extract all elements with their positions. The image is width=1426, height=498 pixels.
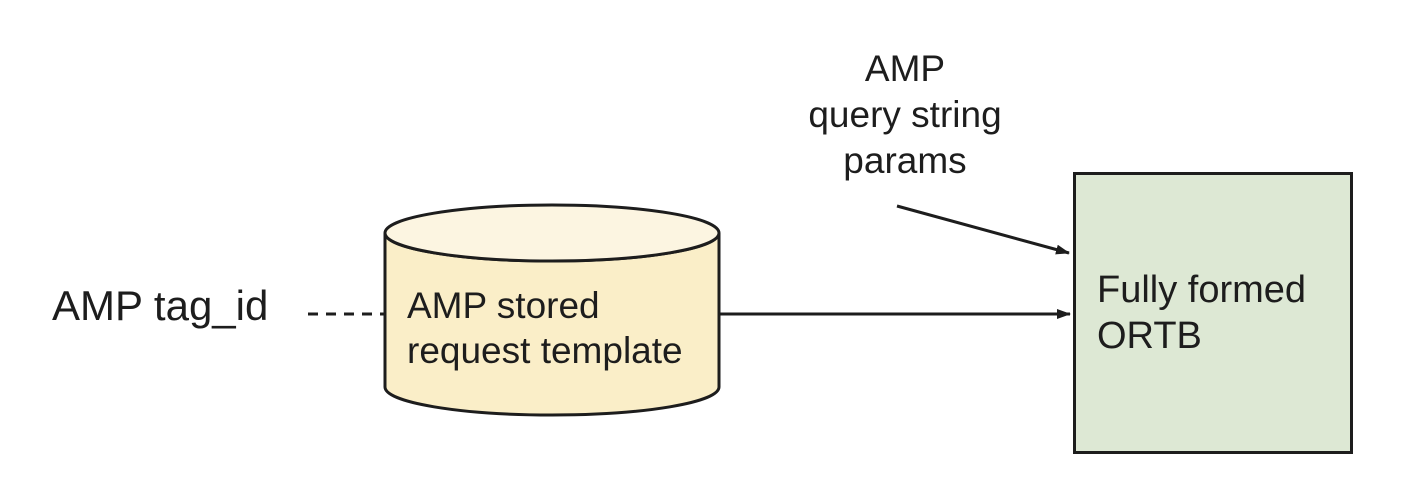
cylinder-top [383, 203, 721, 263]
cylinder-label: AMP stored request template [407, 285, 683, 371]
stored-request-cylinder [383, 203, 721, 417]
query-params-label: AMP query string params [808, 48, 1002, 181]
amp-tag-id-label: AMP tag_id [52, 282, 269, 329]
ortb-label: Fully formed ORTB [1097, 269, 1307, 357]
fully-formed-ortb-box: Fully formed ORTB [1073, 172, 1353, 454]
query-params-arrow [896, 204, 1070, 255]
